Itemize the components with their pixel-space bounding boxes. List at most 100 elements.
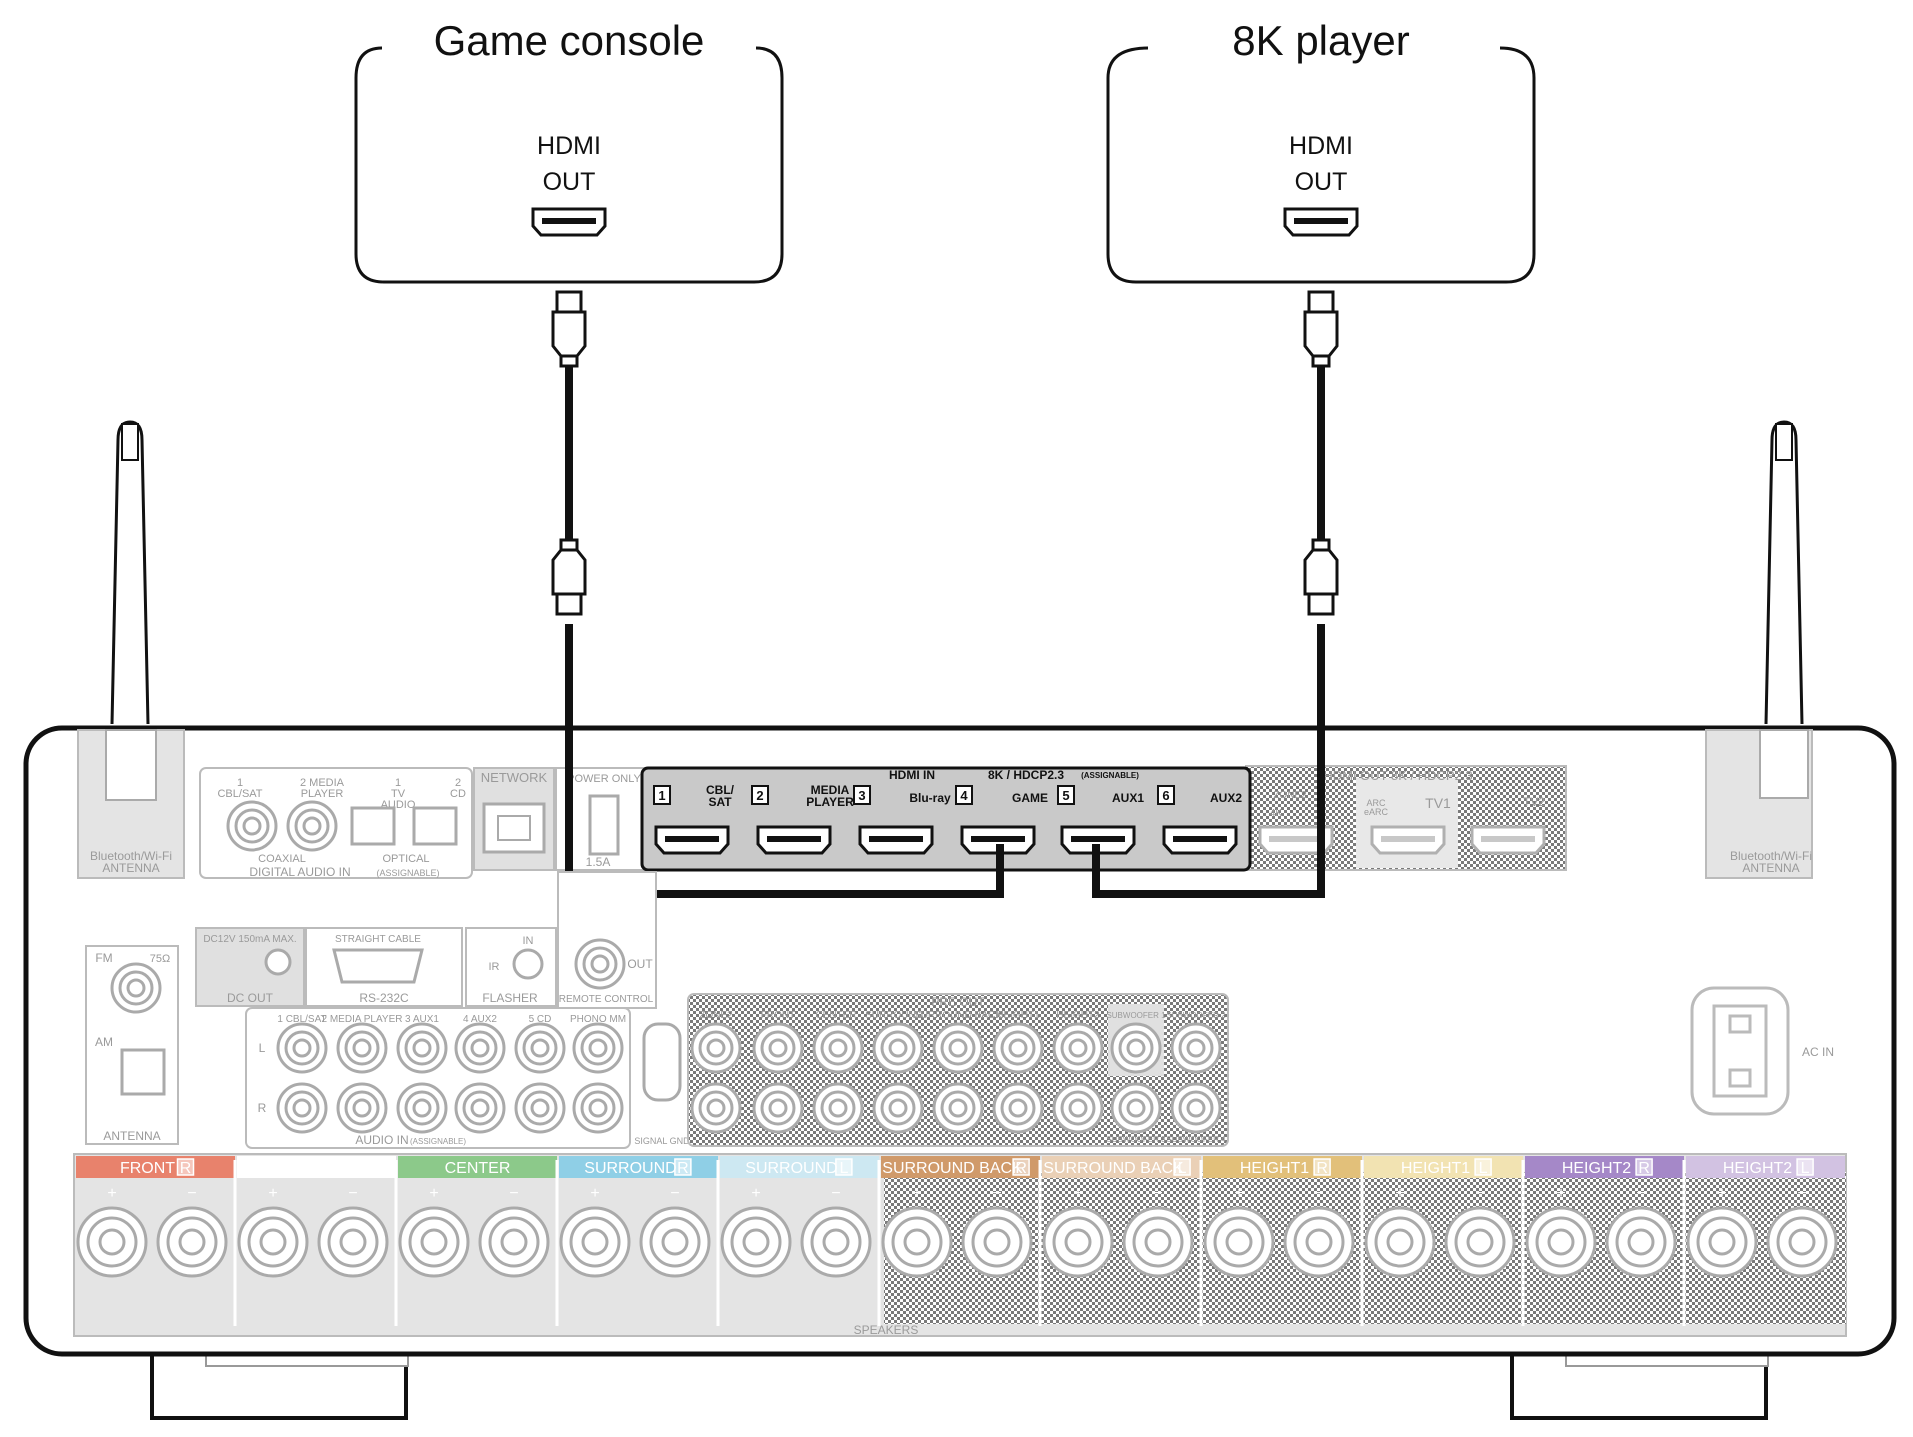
speaker-terminal[interactable]: [1283, 1206, 1355, 1278]
speaker-terminal[interactable]: [720, 1206, 792, 1278]
hdmi-in-number-box: [1157, 785, 1175, 805]
speaker-side-box: [1474, 1158, 1492, 1176]
pre-out-top-jack-5[interactable]: [932, 1022, 984, 1074]
audio-in-3-l-jack[interactable]: [396, 1022, 448, 1074]
phono-l-jack[interactable]: [572, 1022, 624, 1074]
audio-in-5-l-jack[interactable]: [514, 1022, 566, 1074]
speaker-terminal[interactable]: [237, 1206, 309, 1278]
pre-out-bottom-jack-1[interactable]: [690, 1082, 742, 1134]
speaker-terminal[interactable]: [1203, 1206, 1275, 1278]
antenna-left: [110, 420, 150, 725]
hdmi-out-title: HDMI OUT 8K / HDCP2.3: [1323, 768, 1472, 783]
audio-in-2-r-jack[interactable]: [336, 1082, 388, 1134]
pre-out-bottom-jack-5[interactable]: [932, 1082, 984, 1134]
audio-in-4-l-jack[interactable]: [454, 1022, 506, 1074]
pre-out-label-8: SUBWOOFER 1: [1106, 1011, 1166, 1020]
usb-port[interactable]: [588, 794, 620, 856]
coaxial-1-jack[interactable]: [226, 800, 278, 852]
speaker-terminal[interactable]: [1364, 1206, 1436, 1278]
hdmi-out-tv2-port[interactable]: [1470, 825, 1546, 855]
pre-out-bottom-jack-6[interactable]: [992, 1082, 1044, 1134]
speaker-terminal[interactable]: [1686, 1206, 1758, 1278]
pre-out-top-jack-2[interactable]: [752, 1022, 804, 1074]
optical-label: OPTICAL: [382, 853, 429, 865]
hdmi-in-3-port[interactable]: [858, 825, 934, 855]
minus-icon: −: [1314, 1185, 1323, 1202]
speaker-terminal[interactable]: [156, 1206, 228, 1278]
pre-out-top-jack-7[interactable]: [1052, 1022, 1104, 1074]
speaker-side-1: R: [180, 1160, 192, 1177]
minus-icon: −: [1475, 1185, 1484, 1202]
plus-icon: +: [590, 1185, 599, 1202]
audio-in-2-l-jack[interactable]: [336, 1022, 388, 1074]
pre-out-bottom-jack-8[interactable]: [1110, 1082, 1162, 1134]
pre-out-bottom-jack-3[interactable]: [812, 1082, 864, 1134]
speaker-terminal[interactable]: [1444, 1206, 1516, 1278]
minus-icon: −: [1636, 1185, 1645, 1202]
speaker-terminal[interactable]: [76, 1206, 148, 1278]
8k-player-hdmi-out-port[interactable]: [1283, 207, 1359, 237]
speaker-terminal[interactable]: [639, 1206, 711, 1278]
pre-out-bottom-jack-7[interactable]: [1052, 1082, 1104, 1134]
speaker-group-header: [76, 1156, 235, 1178]
speaker-terminal[interactable]: [317, 1206, 389, 1278]
fm-label: FM: [95, 951, 112, 965]
am-terminal[interactable]: [120, 1048, 166, 1096]
speaker-group-name-7: SURROUND BACK: [1043, 1160, 1184, 1177]
speaker-terminal[interactable]: [1605, 1206, 1677, 1278]
audio-in-title: AUDIO IN: [355, 1133, 408, 1147]
speaker-terminal[interactable]: [1122, 1206, 1194, 1278]
network-port[interactable]: [482, 802, 546, 854]
pre-out-bottom-jack-9[interactable]: [1170, 1082, 1222, 1134]
game-console-hdmi-out-port[interactable]: [531, 207, 607, 237]
dc-out-jack[interactable]: [264, 948, 292, 976]
rs232c-port[interactable]: [332, 948, 424, 984]
speaker-terminal[interactable]: [1042, 1206, 1114, 1278]
optical-1-jack[interactable]: [350, 806, 396, 846]
hdmi-in-6-port[interactable]: [1162, 825, 1238, 855]
speaker-terminal[interactable]: [1766, 1206, 1838, 1278]
hdmi-out-tv1-port[interactable]: [1370, 825, 1446, 855]
pre-out-top-jack-8[interactable]: [1110, 1022, 1162, 1074]
signal-gnd-terminal[interactable]: [642, 1022, 682, 1102]
flasher-in-label: IN: [523, 935, 534, 947]
audio-in-1-l-jack[interactable]: [276, 1022, 328, 1074]
speaker-terminal[interactable]: [800, 1206, 872, 1278]
ac-inlet[interactable]: [1712, 1004, 1768, 1098]
speaker-terminal[interactable]: [478, 1206, 550, 1278]
pre-out-label-7: HEIGHT2: [1056, 1010, 1100, 1021]
phono-r-jack[interactable]: [572, 1082, 624, 1134]
pre-out-bottom-jack-4[interactable]: [872, 1082, 924, 1134]
speaker-terminal[interactable]: [1525, 1206, 1597, 1278]
pre-out-top-jack-1[interactable]: [690, 1022, 742, 1074]
hdmi-in-number-3: 3: [858, 788, 865, 803]
flasher-in-jack[interactable]: [512, 948, 544, 980]
minus-icon: −: [1153, 1185, 1162, 1202]
pre-out-bottom-jack-2[interactable]: [752, 1082, 804, 1134]
hdmi-in-2-port[interactable]: [756, 825, 832, 855]
fm-jack[interactable]: [110, 962, 162, 1014]
speaker-terminal[interactable]: [398, 1206, 470, 1278]
audio-in-3-r-jack[interactable]: [396, 1082, 448, 1134]
pre-out-top-jack-9[interactable]: [1170, 1022, 1222, 1074]
speaker-terminal[interactable]: [881, 1206, 953, 1278]
hdmi-in-1-port[interactable]: [654, 825, 730, 855]
ac-in-label: AC IN: [1802, 1045, 1834, 1059]
audio-in-4-r-jack[interactable]: [454, 1082, 506, 1134]
coaxial-2-jack[interactable]: [286, 800, 338, 852]
hdmi-out-tv1-label: TV1: [1425, 795, 1451, 811]
optical-2-jack[interactable]: [412, 806, 458, 846]
pre-out-top-jack-4[interactable]: [872, 1022, 924, 1074]
speaker-terminal[interactable]: [559, 1206, 631, 1278]
remote-out-jack[interactable]: [574, 938, 626, 990]
speaker-terminal[interactable]: [961, 1206, 1033, 1278]
network-panel: NETWORK: [473, 767, 555, 871]
audio-in-5-r-jack[interactable]: [514, 1082, 566, 1134]
game-console-port-label-1: HDMI: [537, 132, 601, 160]
pre-out-top-jack-6[interactable]: [992, 1022, 1044, 1074]
audio-in-1-r-jack[interactable]: [276, 1082, 328, 1134]
pre-out-top-jack-3[interactable]: [812, 1022, 864, 1074]
